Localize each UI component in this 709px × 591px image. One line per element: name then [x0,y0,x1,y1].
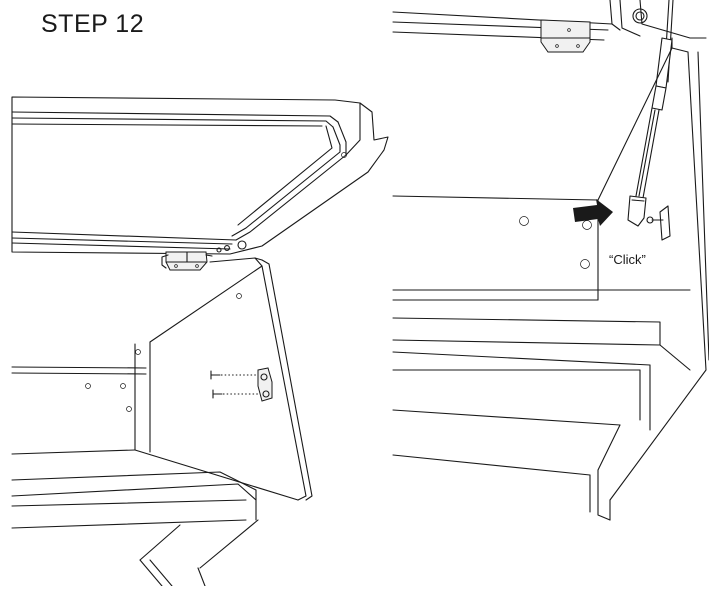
cabinet-shelf-closeup [392,317,691,521]
left-panel-cabinet-view [11,96,389,587]
screw-fastening-detail [210,367,273,402]
step-title: STEP 12 [41,10,145,38]
cabinet-body [11,257,313,501]
ball-stud-mount [646,205,671,241]
cabinet-lid [11,96,389,255]
cabinet-shelf [11,471,259,587]
upper-hinge-bracket [540,19,591,53]
cabinet-inner-wall [392,37,709,501]
right-panel-closeup [392,0,709,521]
click-callout: “Click” [609,252,646,267]
gas-strut [627,0,674,227]
lid-hinge-bracket [161,251,213,271]
push-arrow-icon [573,199,613,226]
